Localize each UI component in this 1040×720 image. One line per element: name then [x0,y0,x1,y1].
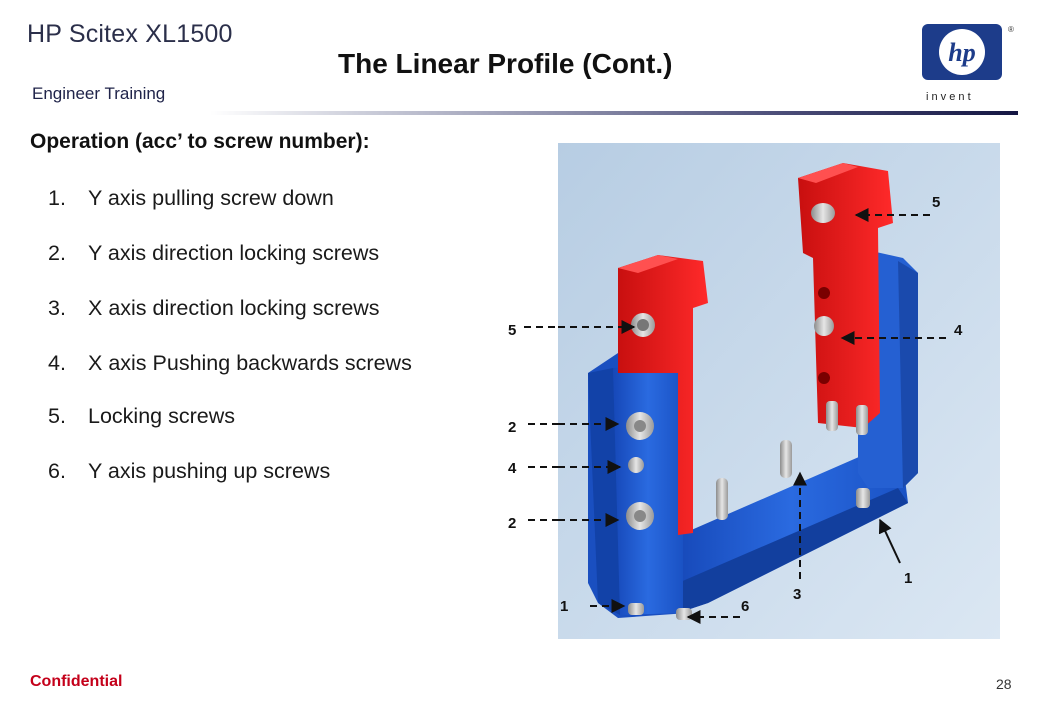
callout-line-solid [878,518,901,564]
callout-label: 1 [560,598,568,615]
callout-label: 2 [508,419,516,436]
list-item: 2.Y axis direction locking screws [48,241,380,265]
list-item: 1.Y axis pulling screw down [48,186,334,210]
operation-list: 1.Y axis pulling screw down 2.Y axis dir… [48,185,478,513]
callout-label: 6 [741,598,749,615]
list-item: 5.Locking screws [48,404,235,428]
callout-label: 2 [508,515,516,532]
linear-profile-illustration: 5 4 1 3 1 6 [558,143,1000,639]
callout-lines [558,208,946,624]
page-title: The Linear Profile (Cont.) [338,48,673,79]
section-heading: Operation (acc’ to screw number): [30,130,370,153]
callout-label: 5 [508,322,516,339]
hp-logo: hp ® i n v e n t [922,24,1014,103]
logo-text: hp [948,38,975,67]
callout-label: 4 [508,460,517,477]
list-item: 3.X axis direction locking screws [48,296,380,320]
svg-text:®: ® [1008,25,1014,34]
confidential-label: Confidential [30,673,123,690]
list-item: 6.Y axis pushing up screws [48,459,331,483]
logo-tagline: i n v e n t [926,91,971,103]
page-number: 28 [996,676,1012,692]
brand-name: HP Scitex XL1500 [27,20,233,48]
red-bracket-right [798,163,893,428]
title-divider [210,111,1018,115]
callout-label: 1 [904,570,912,587]
callout-label: 4 [954,322,963,339]
left-callouts: 5 2 4 2 [508,322,558,532]
list-item: 4.X axis Pushing backwards screws [48,351,412,375]
callout-label: 3 [793,586,801,603]
callout-label: 5 [932,194,940,211]
brand-subtitle: Engineer Training [32,84,166,103]
